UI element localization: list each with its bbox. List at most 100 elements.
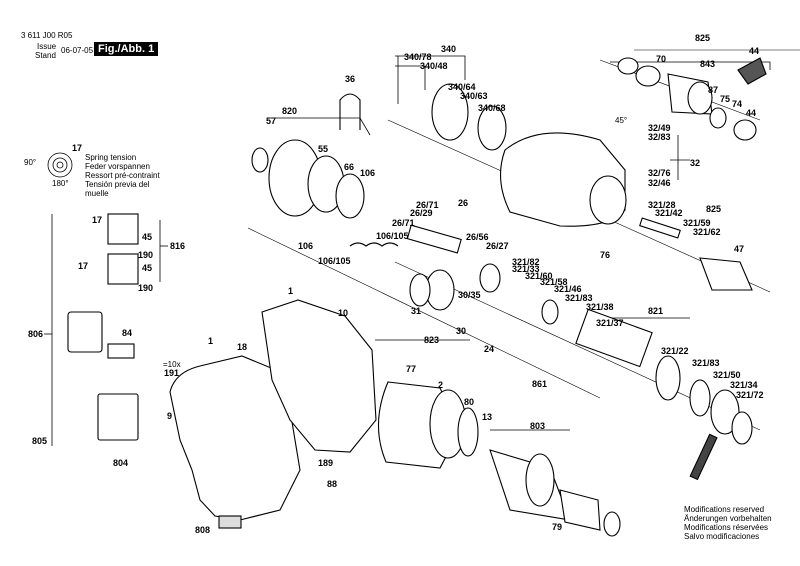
spring-note-line: Spring tension: [85, 153, 137, 162]
part-number-label: 340/78: [404, 52, 432, 62]
spindle-ring: [541, 299, 559, 325]
part-shapes: [67, 57, 767, 537]
stand-label: Stand: [35, 51, 56, 60]
brush-holder: [107, 213, 139, 245]
part-number-label: 106/105: [318, 256, 351, 266]
spring-angle-b: 180°: [52, 179, 69, 188]
part-number-label: 32/49: [648, 123, 671, 133]
part-number-label: 321/42: [655, 208, 683, 218]
part-number-label: 321/72: [736, 390, 764, 400]
part-number-label: 18: [237, 342, 247, 352]
intermediate-shaft: [406, 224, 462, 254]
part-number-label: 66: [344, 162, 354, 172]
quantity-x10: =10x: [163, 360, 181, 369]
part-number-label: 821: [648, 306, 663, 316]
part-number-label: 87: [708, 85, 718, 95]
part-number-label: 45: [142, 263, 152, 273]
part-number-label: 340/64: [448, 82, 476, 92]
part-number-label: 808: [195, 525, 210, 535]
brush-holder-2: [107, 253, 139, 285]
part-number-labels: 340/78340340/48340/64340/63340/688258437…: [28, 33, 764, 535]
part-number-label: 55: [318, 144, 328, 154]
part-number-label: 861: [532, 379, 547, 389]
part-number-label: 321/28: [648, 200, 676, 210]
part-number-label: 805: [32, 436, 47, 446]
part-number-label: 823: [424, 335, 439, 345]
part-number-label: 820: [282, 106, 297, 116]
spindle-seal: [731, 411, 753, 445]
spring-angle-a: 90°: [24, 158, 36, 167]
part-number-label: 106/105: [376, 231, 409, 241]
part-number-label: 321/62: [693, 227, 721, 237]
part-number-label: 32/83: [648, 132, 671, 142]
part-number-label: 17: [92, 215, 102, 225]
part-number-label: 806: [28, 329, 43, 339]
part-number-label: 340/68: [478, 103, 506, 113]
notice-line: Modifications réservées: [684, 523, 769, 532]
part-number-label: 321/59: [683, 218, 711, 228]
chuck-ring-2: [635, 65, 661, 87]
part-number-label: 88: [327, 479, 337, 489]
part-number-label: 26/29: [410, 208, 433, 218]
part-number-label: 321/83: [565, 293, 593, 303]
part-number-label: 106: [298, 241, 313, 251]
o-ring: [251, 147, 269, 173]
spindle-gear: [655, 355, 681, 401]
part-number-label: 340: [441, 44, 456, 54]
part-number-label: 24: [484, 344, 494, 354]
part-number-label: 84: [122, 328, 132, 338]
part-number-label: 26/27: [486, 241, 509, 251]
figure-label: Fig./Abb. 1: [94, 42, 159, 56]
part-number-label: 74: [732, 99, 742, 109]
part-number-label: 32: [690, 158, 700, 168]
chuck-ring: [617, 57, 639, 75]
issue-label: Issue: [37, 42, 57, 51]
spindle-tube: [575, 308, 653, 368]
modifications-notice: Modifications reserved Änderungen vorbeh…: [684, 505, 772, 541]
part-number-label: 321/34: [730, 380, 758, 390]
part-number-label: 44: [746, 108, 756, 118]
bearing-ring: [477, 105, 507, 151]
part-number-label: 13: [482, 412, 492, 422]
part-number-label: 321/60: [525, 271, 553, 281]
brush-plate: [559, 489, 601, 531]
chuck-ring-3: [709, 107, 727, 129]
spring-note-line: muelle: [85, 189, 109, 198]
switch-module: [67, 311, 103, 353]
hook-36: [339, 93, 361, 130]
part-number-label: 321/38: [586, 302, 614, 312]
drawing-code: 3 611 J00 R05: [21, 31, 73, 40]
spring-note-line: Ressort pré-contraint: [85, 171, 160, 180]
spring-note-line: Tensión previa del: [85, 180, 150, 189]
spring-part-number: 17: [72, 143, 82, 153]
part-number-label: 321/46: [554, 284, 582, 294]
part-number-label: 321/22: [661, 346, 689, 356]
part-number-label: 79: [552, 522, 562, 532]
part-number-label: 825: [695, 33, 710, 43]
part-number-label: 70: [656, 54, 666, 64]
notice-line: Änderungen vorbehalten: [684, 514, 772, 523]
part-number-label: 36: [345, 74, 355, 84]
pcb-module: [97, 393, 139, 441]
part-number-label: 26/71: [416, 200, 439, 210]
drill-bit: [689, 433, 718, 481]
part-number-label: 321/33: [512, 264, 540, 274]
part-number-label: 77: [406, 364, 416, 374]
spring: [349, 242, 399, 247]
part-number-label: 804: [113, 458, 128, 468]
armature-fan: [525, 453, 555, 507]
part-number-label: 31: [411, 306, 421, 316]
part-number-label: 26: [458, 198, 468, 208]
spring-icon: [47, 152, 73, 178]
part-number-label: 57: [266, 116, 276, 126]
part-number-label: 191: [164, 368, 179, 378]
part-number-label: 321/83: [692, 358, 720, 368]
part-number-label: 816: [170, 241, 185, 251]
part-number-label: 106: [360, 168, 375, 178]
bit-tool: [639, 217, 681, 239]
part-number-label: 17: [78, 261, 88, 271]
part-number-label: 10: [338, 308, 348, 318]
issue-date: 06-07-05: [61, 46, 94, 55]
type-plate: [218, 515, 242, 529]
